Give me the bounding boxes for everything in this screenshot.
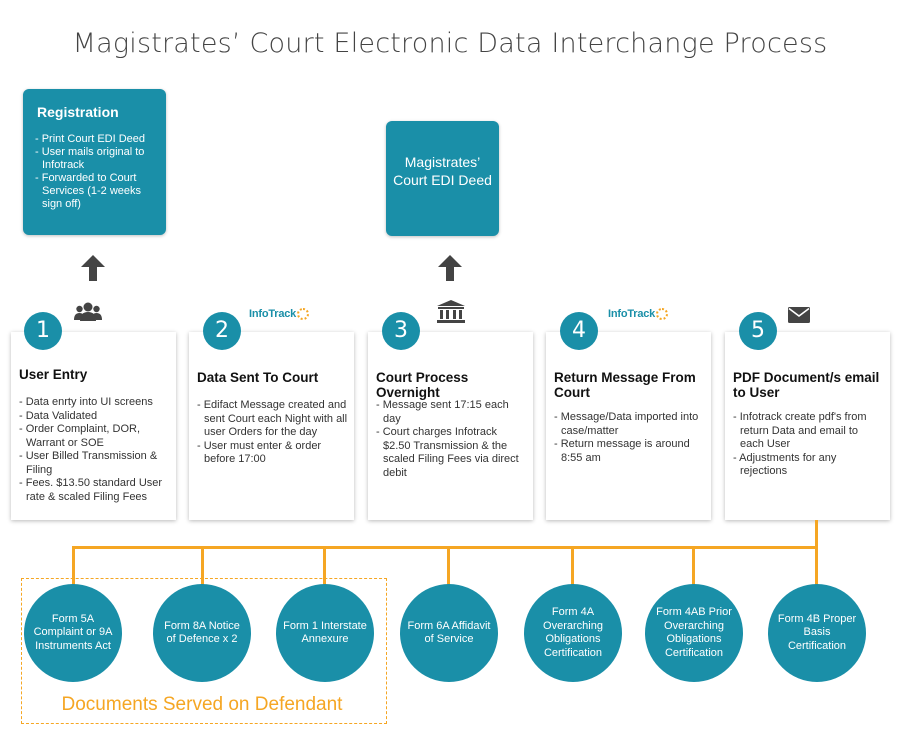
step-list: - Message sent 17:15 each day - Court ch… — [376, 399, 527, 480]
step-item: - Edifact Message created and sent Court… — [197, 399, 348, 438]
step-title: Data Sent To Court — [197, 370, 319, 385]
step-list: - Infotrack create pdf's from return Dat… — [733, 411, 884, 479]
users-icon — [74, 302, 102, 321]
served-documents-group — [21, 578, 387, 724]
connector-line — [692, 546, 695, 586]
form-circle: Form 4A Overarching Obligations Certific… — [524, 584, 622, 682]
step-card-court-process: Court Process Overnight - Message sent 1… — [368, 332, 533, 520]
step-card-return-message: Return Message From Court - Message/Data… — [546, 332, 711, 520]
step-list: - Edifact Message created and sent Court… — [197, 399, 348, 467]
step-item: - Message sent 17:15 each day — [376, 399, 509, 425]
step-number: 3 — [382, 312, 420, 350]
connector-line — [447, 546, 450, 586]
deed-label: Magistrates’ Court EDI Deed — [393, 154, 492, 188]
connector-line — [815, 546, 818, 586]
step-item: - User must enter & order before 17:00 — [197, 439, 322, 466]
step-item: - Return message is around 8:55 am — [554, 438, 690, 464]
step-number: 1 — [24, 312, 62, 350]
form-circle: Form 1 Interstate Annexure — [276, 584, 374, 682]
registration-box: Registration - Print Court EDI Deed - Us… — [23, 89, 166, 235]
step-item: - Infotrack create pdf's from return Dat… — [733, 411, 867, 450]
step-item: - Fees. $13.50 standard User rate & scal… — [19, 477, 163, 503]
step-item: - Message/Data imported into case/matter — [554, 411, 699, 437]
page-title: Magistrates’ Court Electronic Data Inter… — [72, 28, 828, 59]
step-title: Court Process Overnight — [376, 370, 469, 400]
registration-item: - Print Court EDI Deed — [35, 133, 146, 145]
form-circle: Form 8A Notice of Defence x 2 — [153, 584, 251, 682]
step-card-pdf-email: PDF Document/s email to User - Infotrack… — [725, 332, 890, 520]
step-item: - Adjustments for any rejections — [733, 451, 837, 478]
deed-box: Magistrates’ Court EDI Deed — [386, 121, 499, 236]
served-documents-label: Documents Served on Defendant — [61, 694, 343, 715]
step-list: - Data enrty into UI screens - Data Vali… — [19, 396, 170, 504]
up-arrow-icon — [438, 255, 462, 281]
registration-item: - Forwarded to Court Services (1-2 weeks… — [35, 172, 142, 210]
connector-line — [815, 520, 818, 548]
step-list: - Message/Data imported into case/matter… — [554, 411, 705, 465]
step-title: Return Message From Court — [554, 370, 696, 400]
infotrack-logo: InfoTrack — [608, 308, 669, 320]
registration-list: - Print Court EDI Deed - User mails orig… — [35, 133, 163, 211]
step-item: - Court charges Infotrack $2.50 Transmis… — [376, 426, 519, 479]
step-number: 5 — [739, 312, 777, 350]
form-circle: Form 5A Complaint or 9A Instruments Act — [24, 584, 122, 682]
connector-line — [323, 546, 326, 586]
step-card-user-entry: User Entry - Data enrty into UI screens … — [11, 332, 176, 520]
registration-item: - User mails original to Infotrack — [35, 146, 145, 171]
courthouse-icon — [437, 300, 465, 323]
registration-title: Registration — [37, 104, 119, 120]
step-title: PDF Document/s email to User — [733, 370, 880, 400]
up-arrow-icon — [81, 255, 105, 281]
form-circle: Form 4AB Prior Overarching Obligations C… — [645, 584, 743, 682]
connector-line — [571, 546, 574, 586]
envelope-icon — [788, 307, 810, 323]
infotrack-logo: InfoTrack — [249, 308, 310, 320]
step-card-data-sent: Data Sent To Court - Edifact Message cre… — [189, 332, 354, 520]
step-item: - Data Validated — [19, 409, 98, 422]
form-circle: Form 6A Affidavit of Service — [400, 584, 498, 682]
connector-line — [72, 546, 75, 586]
form-circle: Form 4B Proper Basis Certification — [768, 584, 866, 682]
step-item: - Order Complaint, DOR, Warrant or SOE — [19, 423, 141, 449]
step-number: 4 — [560, 312, 598, 350]
step-title: User Entry — [19, 367, 88, 382]
connector-line — [201, 546, 204, 586]
step-number: 2 — [203, 312, 241, 350]
step-item: - Data enrty into UI screens — [19, 396, 153, 408]
connector-line — [72, 546, 818, 549]
step-item: - User Billed Transmission & Filing — [19, 450, 158, 476]
